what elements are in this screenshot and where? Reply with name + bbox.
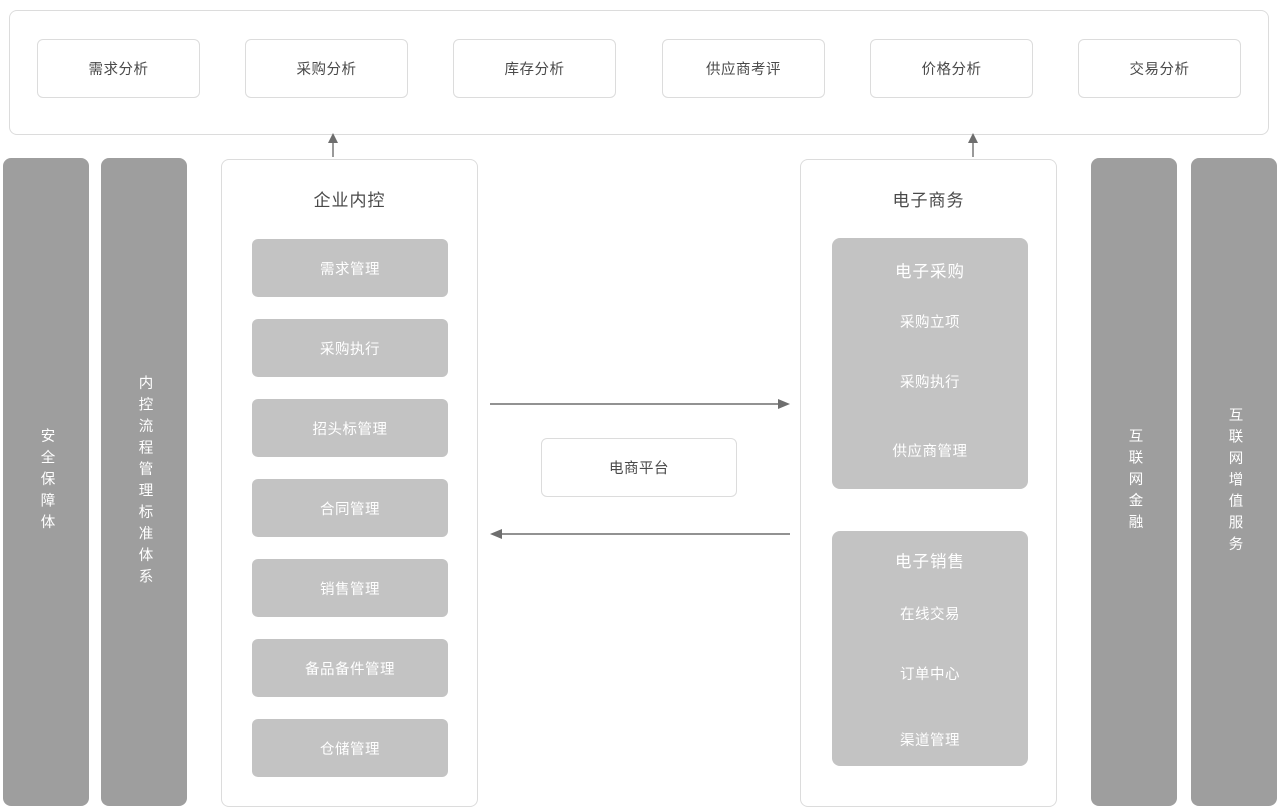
arrow-up-icon-left — [325, 133, 341, 157]
module-chip-label: 备品备件管理 — [305, 661, 395, 678]
module-chip-warehouse-management[interactable]: 仓储管理 — [252, 719, 448, 777]
group-item-supplier-management[interactable]: 供应商管理 — [892, 444, 968, 460]
group-item-procurement-initiation[interactable]: 采购立项 — [900, 315, 960, 331]
module-chip-purchase-execution[interactable]: 采购执行 — [252, 319, 448, 377]
module-chip-label: 合同管理 — [320, 501, 380, 518]
module-chip-label: 招头标管理 — [312, 421, 388, 438]
module-chip-label: 销售管理 — [320, 581, 380, 598]
arrow-right-icon-to-ecommerce — [490, 396, 790, 412]
platform-box-ecommerce[interactable]: 电商平台 — [541, 438, 737, 497]
panel-title: 企业内控 — [313, 191, 386, 210]
group-item-order-center[interactable]: 订单中心 — [900, 667, 960, 683]
pillar-internet-value-added-services: 互联网增值服务 — [1191, 158, 1277, 806]
pillar-internet-finance: 互联网金融 — [1091, 158, 1177, 806]
module-chip-bidding-management[interactable]: 招头标管理 — [252, 399, 448, 457]
analysis-card-demand[interactable]: 需求分析 — [37, 39, 200, 98]
module-chip-label: 需求管理 — [320, 261, 380, 278]
module-chip-sales-management[interactable]: 销售管理 — [252, 559, 448, 617]
analysis-card-label: 供应商考评 — [706, 62, 781, 78]
analysis-card-label: 库存分析 — [504, 62, 565, 78]
analysis-card-label: 价格分析 — [921, 62, 982, 78]
module-chip-label: 采购执行 — [320, 341, 380, 358]
group-title: 电子销售 — [895, 553, 965, 571]
module-chip-spare-parts-management[interactable]: 备品备件管理 — [252, 639, 448, 697]
group-item-channel-management[interactable]: 渠道管理 — [900, 733, 960, 749]
group-item-online-transaction[interactable]: 在线交易 — [900, 607, 960, 623]
group-block-electronic-sales: 电子销售 在线交易 订单中心 渠道管理 — [832, 531, 1028, 766]
pillar-label: 内控流程管理标准体系 — [136, 374, 153, 590]
arrow-left-icon-to-internal-control — [490, 526, 790, 542]
analysis-card-inventory[interactable]: 库存分析 — [453, 39, 616, 98]
panel-ecommerce: 电子商务 电子采购 采购立项 采购执行 供应商管理 电子销售 在线交易 订单中心… — [800, 159, 1057, 807]
group-item-procurement-execution[interactable]: 采购执行 — [900, 375, 960, 391]
pillar-label: 互联网金融 — [1126, 428, 1143, 536]
pillar-security-assurance: 安全保障体 — [3, 158, 89, 806]
panel-title: 电子商务 — [892, 191, 965, 210]
analysis-card-transaction[interactable]: 交易分析 — [1078, 39, 1241, 98]
group-title: 电子采购 — [895, 263, 965, 281]
analysis-band: 需求分析 采购分析 库存分析 供应商考评 价格分析 交易分析 — [9, 10, 1269, 135]
analysis-card-supplier-review[interactable]: 供应商考评 — [662, 39, 825, 98]
analysis-card-label: 需求分析 — [88, 62, 149, 78]
platform-box-label: 电商平台 — [609, 461, 669, 477]
pillar-internal-control-standards: 内控流程管理标准体系 — [101, 158, 187, 806]
module-chip-demand-management[interactable]: 需求管理 — [252, 239, 448, 297]
group-block-electronic-procurement: 电子采购 采购立项 采购执行 供应商管理 — [832, 238, 1028, 489]
module-chip-contract-management[interactable]: 合同管理 — [252, 479, 448, 537]
analysis-card-label: 交易分析 — [1129, 62, 1190, 78]
pillar-label: 互联网增值服务 — [1226, 406, 1243, 558]
module-chip-label: 仓储管理 — [320, 741, 380, 758]
pillar-label: 安全保障体 — [38, 428, 55, 536]
analysis-card-price[interactable]: 价格分析 — [870, 39, 1033, 98]
panel-internal-control: 企业内控 需求管理 采购执行 招头标管理 合同管理 销售管理 备品备件管理 仓储… — [221, 159, 478, 807]
analysis-card-label: 采购分析 — [296, 62, 357, 78]
analysis-card-purchase[interactable]: 采购分析 — [245, 39, 408, 98]
arrow-up-icon-right — [965, 133, 981, 157]
